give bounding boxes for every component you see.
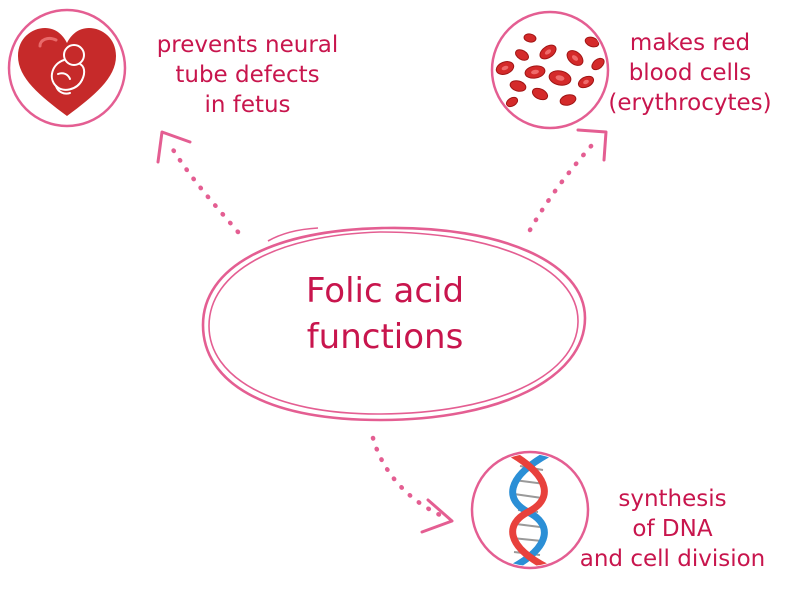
function-label-line: tube defects xyxy=(175,62,320,88)
function-label-blood: makes red blood cells (erythrocytes) xyxy=(590,28,790,118)
arrow-to-neural xyxy=(156,130,241,235)
function-label-dna: synthesis of DNA and cell division xyxy=(560,484,785,574)
function-label-line: of DNA xyxy=(632,516,713,542)
function-label-line: makes red xyxy=(629,30,751,56)
center-title-line: Folic acid xyxy=(305,271,465,311)
function-label-neural: prevents neural tube defects in fetus xyxy=(140,30,355,120)
function-label-line: prevents neural xyxy=(156,32,339,58)
function-label-line: blood cells xyxy=(628,60,752,86)
function-label-line: (erythrocytes) xyxy=(608,90,772,116)
arrow-to-dna xyxy=(370,435,454,534)
red-blood-cells-icon xyxy=(490,10,610,130)
center-title: Folic acid functions xyxy=(230,268,540,360)
function-label-line: in fetus xyxy=(204,92,291,118)
center-ellipse xyxy=(201,226,587,422)
heart-fetus-icon xyxy=(7,8,127,128)
function-label-line: and cell division xyxy=(579,546,766,572)
center-title-line: functions xyxy=(306,317,464,357)
dna-helix-icon xyxy=(470,450,590,570)
function-label-line: synthesis xyxy=(618,486,727,512)
arrow-to-blood xyxy=(527,128,608,233)
